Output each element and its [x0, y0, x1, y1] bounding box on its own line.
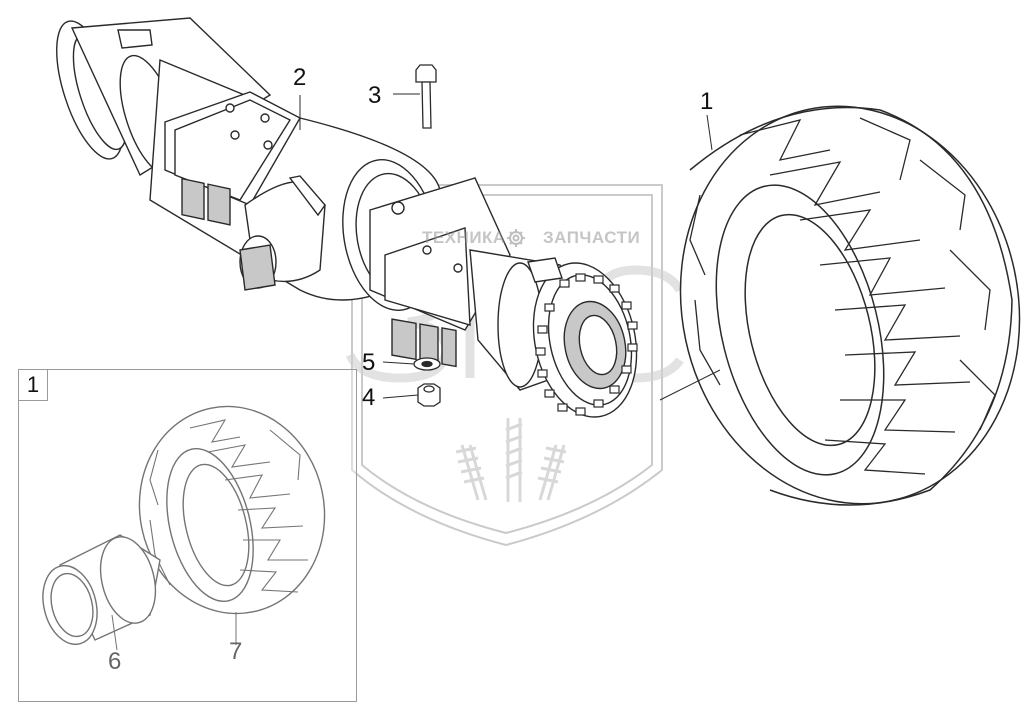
wheel-studs	[535, 273, 638, 416]
callout-6: 6	[108, 648, 122, 675]
tire-tread-small	[149, 419, 308, 593]
watermark-wheat	[455, 418, 567, 502]
gear-icon	[507, 229, 525, 247]
callout-2: 2	[293, 64, 307, 91]
leader-lines	[111, 93, 721, 651]
watermark-shield	[351, 184, 663, 547]
callout-4: 4	[362, 384, 376, 411]
callout-5: 5	[362, 349, 376, 376]
rim-small	[42, 534, 161, 646]
tire-small	[138, 405, 326, 615]
inset-tag: 1	[19, 370, 48, 401]
washer	[413, 357, 441, 371]
tire-assembly-large	[679, 105, 1021, 506]
callout-3: 3	[368, 82, 382, 109]
nut	[417, 383, 441, 407]
watermark-text-right: ЗАПЧАСТИ	[543, 228, 641, 247]
watermark-text-left: ТЕХНИКА	[422, 228, 506, 247]
callout-1: 1	[700, 88, 714, 115]
axle-housing	[56, 17, 638, 418]
tire-tread-large	[689, 117, 996, 475]
inset-frame: 1	[18, 369, 357, 702]
bolt	[415, 64, 437, 129]
callout-7: 7	[229, 638, 243, 665]
